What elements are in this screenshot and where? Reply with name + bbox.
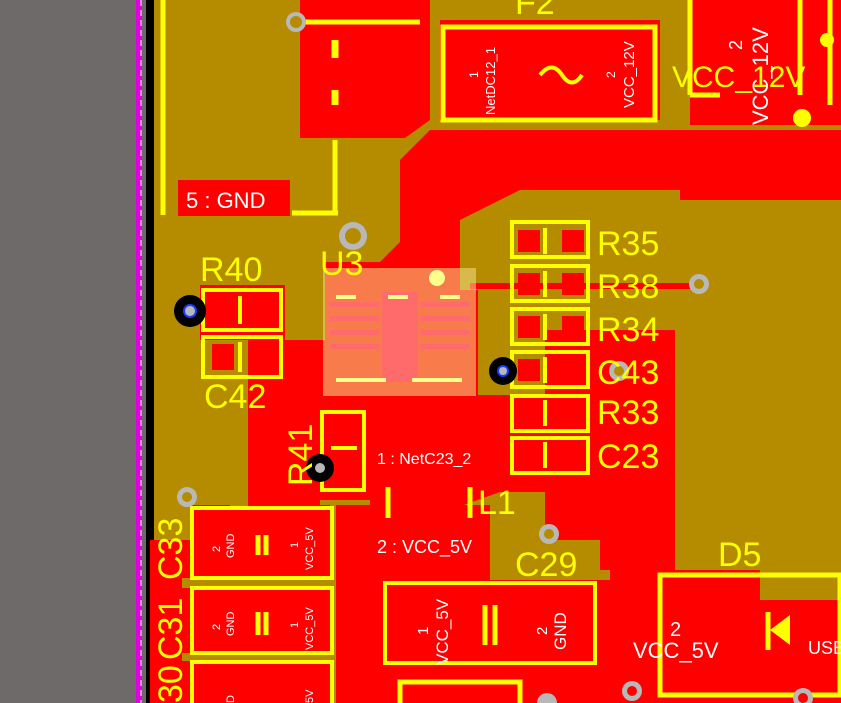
- copper-pour-upper-right: [680, 160, 841, 200]
- copper-trace-r38: [470, 283, 700, 289]
- net-label-vcc5v: 2 : VCC_5V: [377, 537, 472, 558]
- c29-pad1-net: VCC_5V: [433, 598, 452, 665]
- c29-pad2-number: 2: [534, 627, 551, 635]
- right-pad-net: VCC_12V: [748, 27, 773, 125]
- d5-pad-net: VCC_5V: [633, 638, 719, 663]
- via-layer: [174, 12, 834, 703]
- designator-c31: C31: [152, 598, 190, 660]
- designator-r38: R38: [597, 268, 659, 306]
- copper-pour-top-right: [690, 0, 841, 125]
- right-pad-number: 2: [726, 40, 746, 50]
- c33-pad2-number: 2: [211, 546, 223, 552]
- f2-pad1-number: 1: [467, 71, 481, 78]
- pad-net-labels: 1 NetDC12_1 2 VCC_12V 2 VCC_12V 2 GND 1 …: [211, 27, 841, 703]
- designator-l1: L1: [478, 484, 516, 522]
- c33-pad1-number: 1: [289, 542, 301, 548]
- copper-pour-c29: [515, 580, 600, 670]
- f2-pad1-net: NetDC12_1: [483, 47, 498, 115]
- designator-r33: R33: [597, 394, 659, 432]
- designator-c42: C42: [204, 378, 266, 416]
- net-label-gnd-box: [178, 180, 290, 216]
- c31-pad2-net: GND: [225, 612, 237, 637]
- c31-pad1-number: 1: [289, 622, 301, 628]
- copper-pour-d5: [600, 570, 760, 703]
- pad-layer: [212, 230, 584, 478]
- d5-pad-number: 2: [670, 619, 681, 641]
- designator-c29: C29: [515, 546, 577, 584]
- designator-vcc12v-large: VCC_12V: [672, 61, 805, 94]
- copper-pour-vcc5v-large: [330, 505, 515, 703]
- net-label-gnd: 5 : GND: [186, 188, 265, 213]
- f2-pad2-number: 2: [604, 71, 618, 78]
- designator-c23: C23: [597, 438, 659, 476]
- designator-r34: R34: [597, 311, 659, 349]
- usb-partial-label: USB: [808, 638, 841, 658]
- c33-pad2-net: GND: [225, 534, 237, 559]
- designator-r35: R35: [597, 225, 659, 263]
- designator-c30-partial: 30: [152, 665, 190, 703]
- designator-c43: C43: [597, 354, 659, 392]
- designator-r40: R40: [200, 251, 262, 289]
- designator-labels: F2 U3 R40 C42 R35 R38 R34 C43 R33 C23 L1…: [152, 0, 805, 703]
- c30-pad1-net: 5V: [304, 689, 316, 703]
- copper-pour-top-mid: [440, 20, 660, 120]
- silkscreen-layer: [160, 0, 841, 703]
- c31-pad2-number: 2: [211, 624, 223, 630]
- c31-pad1-net: VCC_5V: [304, 607, 316, 650]
- designator-c33: C33: [152, 518, 190, 580]
- net-label-netc23: 1 : NetC23_2: [377, 451, 471, 468]
- u3-footprint[interactable]: [323, 268, 476, 396]
- c33-pad1-net: VCC_5V: [304, 527, 316, 570]
- copper-pour-right-vcc: [545, 330, 675, 580]
- f2-pad2-net: VCC_12V: [621, 41, 638, 108]
- silkscreen-pad-dividers: [238, 228, 547, 468]
- net-label-layer: 5 : GND 1 : NetC23_2 2 : VCC_5V: [178, 180, 472, 558]
- designator-d5: D5: [718, 536, 761, 574]
- c30-pad2-net: D: [225, 695, 237, 703]
- designator-r41: R41: [282, 424, 320, 486]
- copper-pour-left-strip: [150, 540, 190, 703]
- designator-u3: U3: [320, 245, 363, 283]
- c29-pad1-number: 1: [415, 627, 432, 635]
- c29-pad2-net: GND: [551, 612, 570, 650]
- board-edge-line: [146, 0, 154, 703]
- designator-f2: F2: [515, 0, 555, 22]
- board-outline-left: [136, 0, 142, 703]
